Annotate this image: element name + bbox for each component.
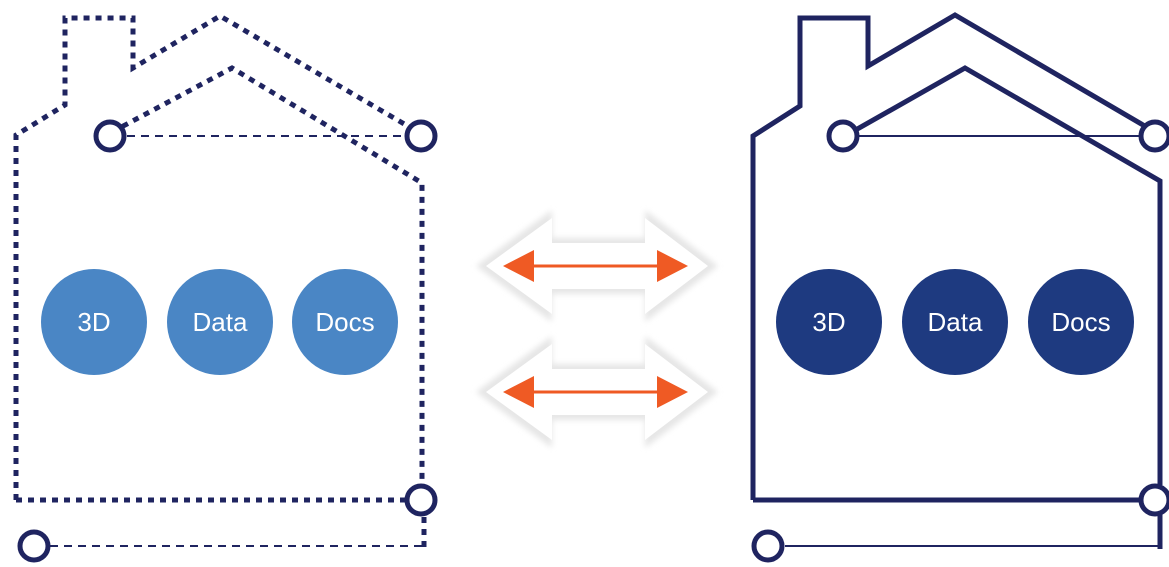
digital-house: 3D Data Docs xyxy=(13,13,438,563)
digital-house-node-ground-left xyxy=(17,529,51,563)
physical-house-label-3d: 3D xyxy=(812,307,845,337)
sync-arrow-bottom-left-head xyxy=(503,376,534,408)
digital-house-outer-outline xyxy=(13,13,425,500)
physical-house: 3D Data Docs xyxy=(750,12,1169,563)
physical-house-inner-roof xyxy=(843,65,1163,485)
physical-house-circle-docs xyxy=(1028,269,1134,375)
digital-house-inner-roof xyxy=(110,65,425,480)
sync-arrow-bottom-right-head xyxy=(657,376,688,408)
digital-house-item-3d: 3D xyxy=(41,269,147,375)
digital-house-circle-3d xyxy=(41,269,147,375)
physical-house-node-bottom-right xyxy=(1138,483,1169,517)
digital-house-item-data: Data xyxy=(167,269,273,375)
digital-house-item-docs: Docs xyxy=(292,269,398,375)
digital-house-label-3d: 3D xyxy=(77,307,110,337)
digital-house-circle-docs xyxy=(292,269,398,375)
digital-house-node-top-left xyxy=(93,119,127,153)
digital-house-label-docs: Docs xyxy=(315,307,374,337)
sync-arrow-top xyxy=(476,210,718,322)
digital-house-label-data: Data xyxy=(193,307,248,337)
physical-house-circle-3d xyxy=(776,269,882,375)
physical-house-item-data: Data xyxy=(902,269,1008,375)
sync-arrow-bottom xyxy=(476,336,718,448)
physical-house-circle-data xyxy=(902,269,1008,375)
sync-arrow-top-right-head xyxy=(657,250,688,282)
sync-arrow-top-left-head xyxy=(503,250,534,282)
physical-house-outer-outline xyxy=(750,12,1157,500)
physical-house-item-3d: 3D xyxy=(776,269,882,375)
physical-house-label-data: Data xyxy=(928,307,983,337)
physical-house-label-docs: Docs xyxy=(1051,307,1110,337)
sync-arrows xyxy=(476,210,718,448)
physical-house-node-top-right xyxy=(1138,119,1169,153)
physical-house-node-top-left xyxy=(826,119,860,153)
digital-house-node-top-right xyxy=(404,119,438,153)
physical-house-node-ground-left xyxy=(751,529,785,563)
digital-house-circle-data xyxy=(167,269,273,375)
digital-house-node-bottom-right xyxy=(404,483,438,517)
physical-house-item-docs: Docs xyxy=(1028,269,1134,375)
